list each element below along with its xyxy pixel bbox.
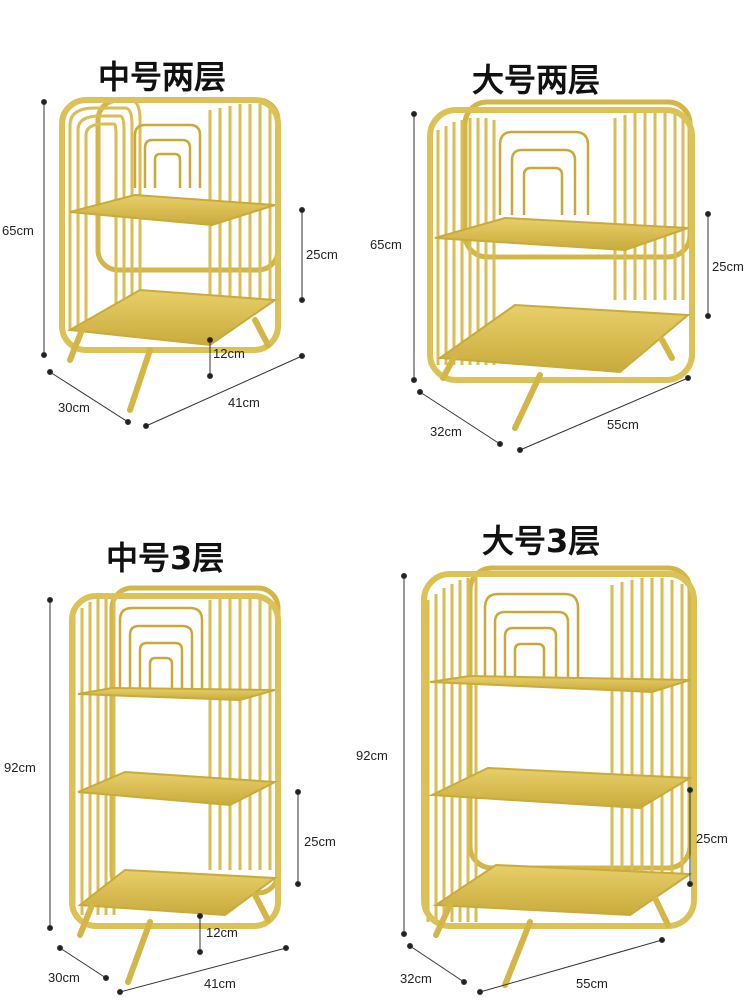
shelf-board (66, 288, 278, 347)
shelf-legs (77, 892, 271, 985)
shelf-legs (67, 317, 271, 413)
height-label: 92cm (4, 760, 36, 775)
title-large-two-tier: 大号两层 (472, 61, 601, 99)
shelf-gap-label: 25cm (696, 831, 728, 846)
shelf-gap-label: 25cm (306, 247, 338, 262)
shelf-gap-label: 25cm (712, 259, 744, 274)
width-label: 55cm (607, 417, 639, 432)
depth-label: 30cm (58, 400, 90, 415)
shelf-board (437, 303, 691, 374)
shelf-board (77, 686, 276, 702)
shelf-legs (440, 337, 675, 431)
shelf-large-three-tier (421, 565, 697, 929)
leg-height-label: 12cm (213, 346, 245, 361)
width-label: 55cm (576, 976, 608, 991)
dimension-lines (41, 99, 305, 429)
shelf-board (69, 193, 276, 227)
shelf-medium-three-tier (69, 585, 281, 929)
shelf-board (77, 770, 279, 807)
shelf-board (428, 766, 694, 810)
height-label: 65cm (2, 223, 34, 238)
dimension-lines (47, 597, 301, 995)
width-label: 41cm (228, 395, 260, 410)
leg-height-label: 12cm (206, 925, 238, 940)
title-large-three-tier: 大号3层 (482, 522, 601, 560)
dimension-lines (411, 111, 711, 453)
title-medium-three-tier: 中号3层 (106, 539, 225, 577)
title-medium-two-tier: 中号两层 (98, 58, 227, 96)
shelf-board (434, 216, 689, 252)
shelf-board (429, 674, 691, 694)
depth-label: 32cm (430, 424, 462, 439)
shelf-legs (433, 895, 671, 988)
depth-label: 32cm (400, 971, 432, 986)
shelf-board (77, 868, 278, 917)
shelf-gap-label: 25cm (304, 834, 336, 849)
dimension-lines (401, 573, 693, 995)
shelf-board (432, 863, 694, 917)
width-label: 41cm (204, 976, 236, 991)
height-label: 65cm (370, 237, 402, 252)
depth-label: 30cm (48, 970, 80, 985)
height-label: 92cm (356, 748, 388, 763)
